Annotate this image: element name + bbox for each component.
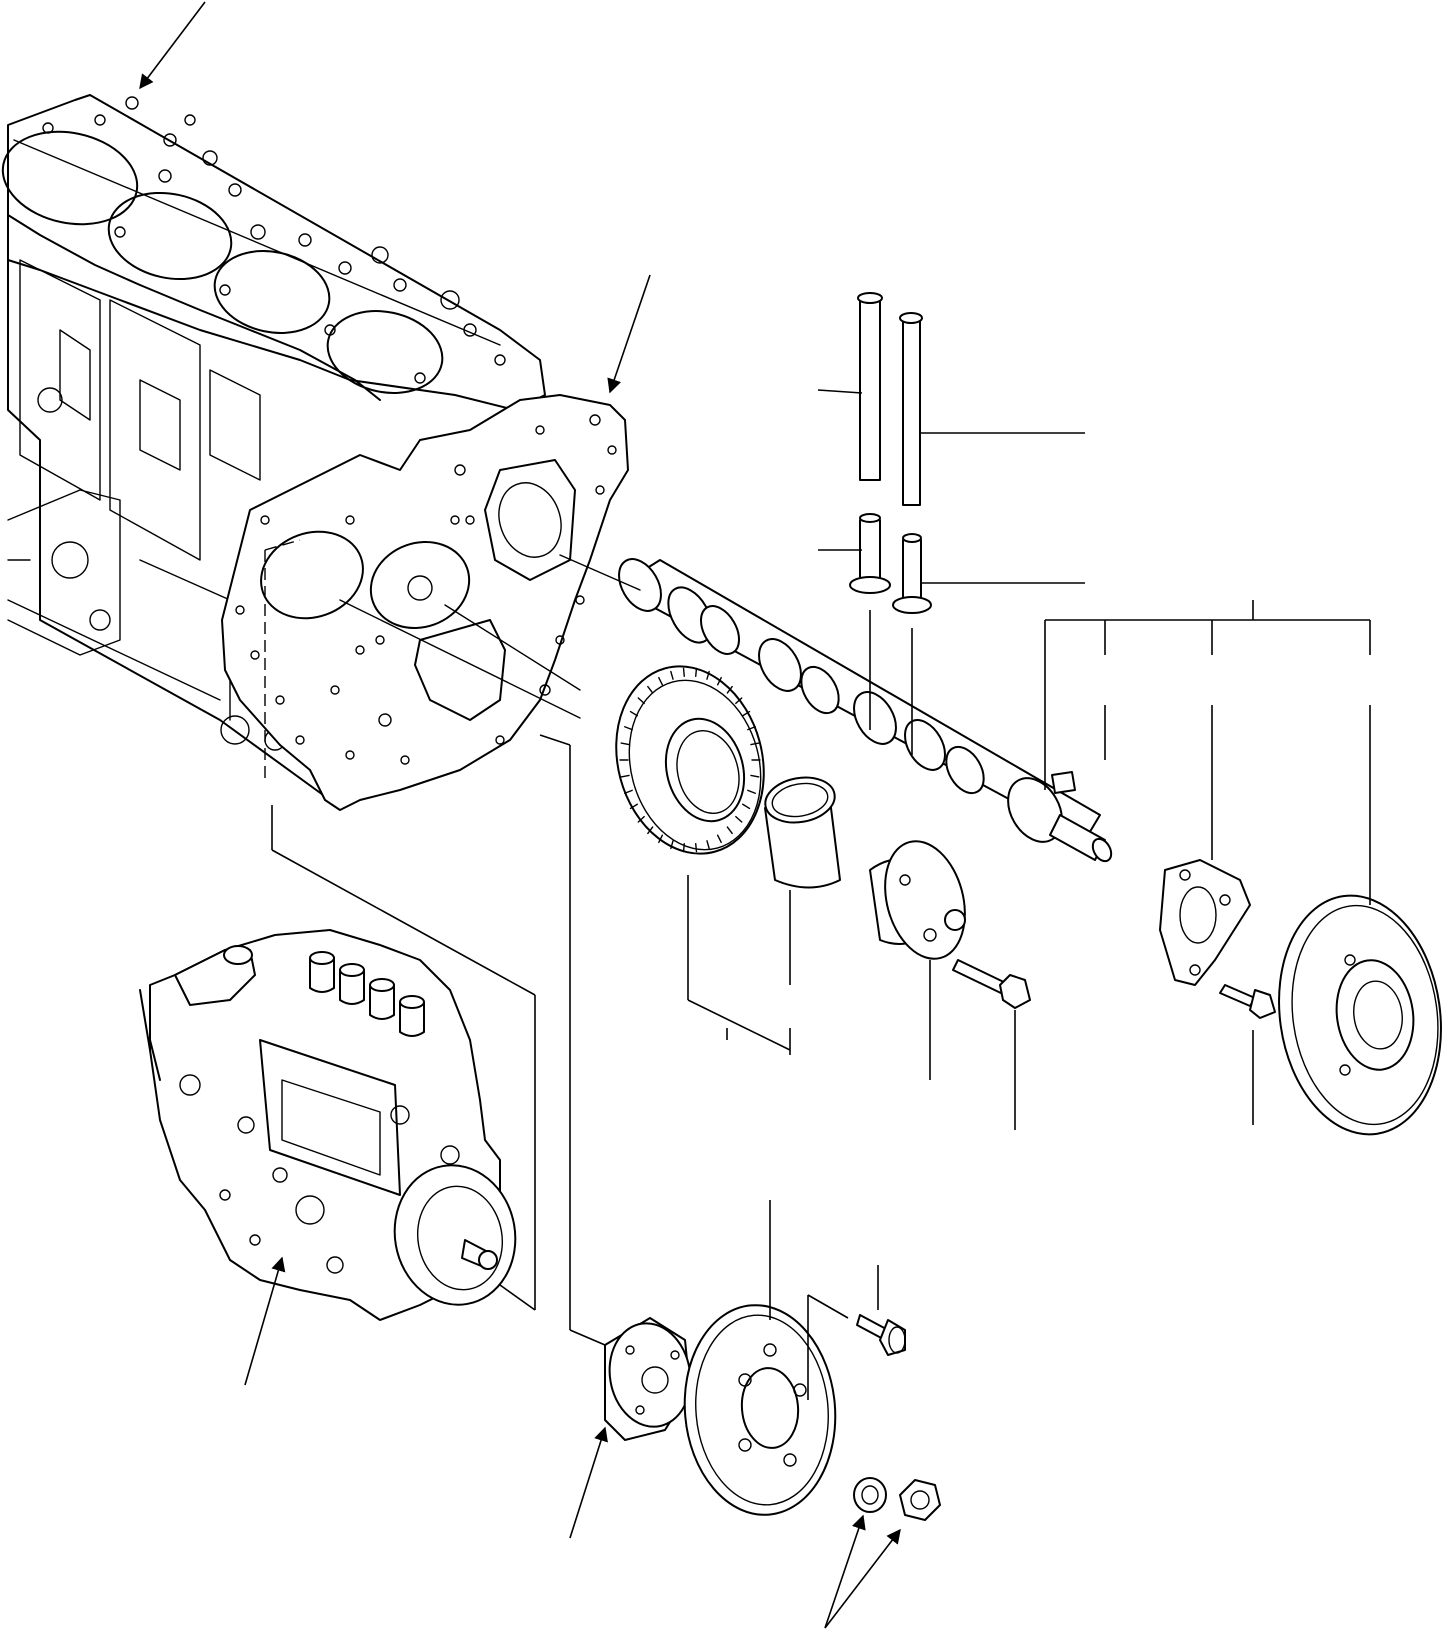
gear-tooth xyxy=(658,676,664,686)
gear-tooth xyxy=(750,774,760,778)
delivery-valve xyxy=(399,1001,425,1037)
gear-tooth xyxy=(726,826,733,835)
gear-tooth xyxy=(647,826,654,835)
injection-pump xyxy=(139,929,517,1321)
thrust-plate-bolt xyxy=(1219,984,1276,1019)
gear-tooth xyxy=(716,676,722,686)
front-plate xyxy=(221,394,629,811)
gear-tooth xyxy=(624,726,633,731)
gear-tooth xyxy=(706,840,710,850)
gear-tooth xyxy=(726,685,733,694)
delivery-valve-top xyxy=(339,963,365,977)
gear-tooth xyxy=(658,834,664,844)
gear-tooth xyxy=(735,697,743,705)
delivery-valve-top xyxy=(369,978,395,992)
gear-tooth xyxy=(670,670,674,680)
gear-tooth xyxy=(747,726,756,731)
gear-tooth xyxy=(620,774,630,778)
gear-tooth xyxy=(750,742,760,746)
pump-hub xyxy=(604,1317,692,1441)
gear-tooth xyxy=(682,667,685,678)
gear-tooth xyxy=(735,815,743,823)
tappets xyxy=(849,513,932,614)
leader-lines xyxy=(271,389,1371,1400)
delivery-valve xyxy=(309,957,335,993)
camshaft-gear xyxy=(1278,894,1442,1136)
gear-tooth xyxy=(695,842,698,853)
woodruff-key xyxy=(1051,771,1076,794)
idler-gear xyxy=(615,665,765,855)
gear-tooth xyxy=(742,710,751,717)
camshaft xyxy=(618,558,1113,863)
lock-washer xyxy=(853,1477,887,1513)
gear-tooth xyxy=(742,803,751,810)
gear-tooth xyxy=(647,685,654,694)
gear-tooth xyxy=(629,803,638,810)
gear-tooth xyxy=(629,710,638,717)
pointer-arrows xyxy=(139,1,901,1629)
gear-tooth xyxy=(637,815,645,823)
pump-drive-gear xyxy=(683,1304,837,1516)
idler-bolt xyxy=(952,959,1031,1009)
gear-tooth xyxy=(695,667,698,678)
gear-tooth xyxy=(670,840,674,850)
nut xyxy=(899,1479,941,1521)
delivery-valve-top xyxy=(399,995,425,1009)
idler-shaft xyxy=(869,840,966,960)
delivery-valve-top xyxy=(309,951,335,965)
push-rods xyxy=(857,292,923,506)
gear-tooth xyxy=(624,789,633,794)
gear-tooth xyxy=(747,789,756,794)
idler-bushing xyxy=(764,776,841,889)
gear-tooth xyxy=(706,670,710,680)
cylinder-block xyxy=(1,94,546,801)
thrust-plate xyxy=(1159,859,1251,986)
gear-tooth xyxy=(716,834,722,844)
gear-tooth xyxy=(620,742,630,746)
delivery-valve xyxy=(369,984,395,1020)
gear-tooth xyxy=(682,842,685,853)
delivery-valve xyxy=(339,969,365,1005)
gear-tooth xyxy=(637,697,645,705)
gear-cover-plug xyxy=(856,1314,906,1356)
